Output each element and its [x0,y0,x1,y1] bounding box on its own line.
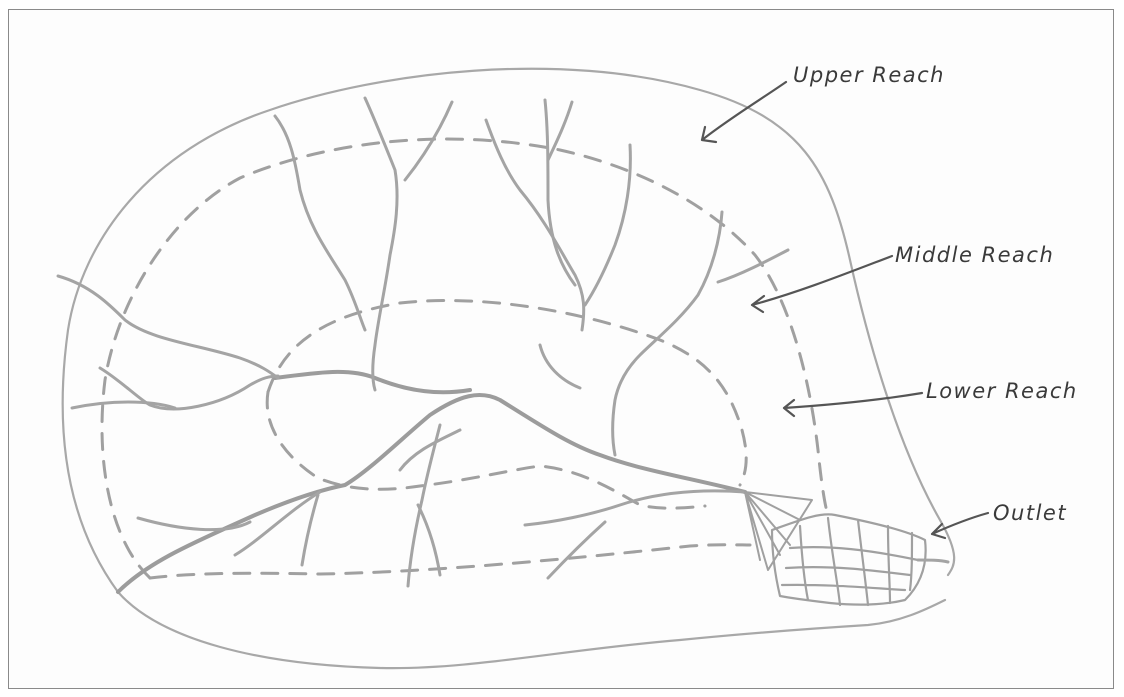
tributary-left-1 [58,276,278,378]
middle-reach-boundary [268,301,746,485]
label-middle-reach: Middle Reach [895,243,1054,267]
outlet-channel [918,560,948,562]
basin-outline [63,69,955,592]
upper-reach-boundary [102,139,828,578]
tributary-lower-5 [548,522,605,578]
middle-reach-boundary-left [267,392,705,508]
arrow-upper-reach [702,82,786,142]
tributary-upper-8 [613,212,722,455]
arrow-outlet [932,513,988,538]
main-river [118,395,745,592]
tributary-lower-1 [302,495,318,565]
tributary-upper-3 [405,102,452,180]
tributary-mid-1 [540,345,580,388]
tributary-upper-5 [545,100,575,285]
label-outlet: Outlet [993,501,1067,525]
basin-outline-bottom [118,592,945,668]
tributary-lower-3 [418,505,440,575]
label-lower-reach: Lower Reach [926,379,1078,403]
arrow-lower-reach [784,393,922,416]
tributary-lower-4 [525,491,745,525]
upper-reach-boundary-bottom [150,545,750,578]
label-upper-reach: Upper Reach [793,63,945,87]
